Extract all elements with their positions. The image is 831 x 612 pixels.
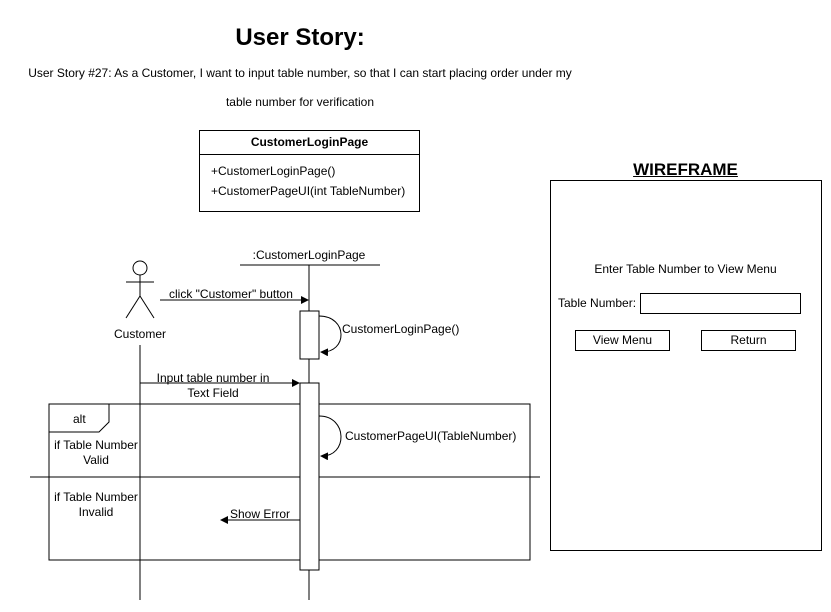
self-call-2-label: CustomerPageUI(TableNumber) (345, 429, 516, 443)
class-method-constructor: +CustomerLoginPage() (211, 164, 336, 178)
guard-valid-line2: Valid (83, 453, 109, 467)
self-call-1-arrow (318, 315, 342, 357)
table-number-label: Table Number: (558, 296, 637, 310)
wireframe-frame (550, 180, 822, 551)
activation-box-1 (299, 310, 320, 360)
view-menu-button[interactable]: View Menu (575, 330, 670, 351)
activation-box-2 (299, 382, 320, 571)
guard-invalid-line1: if Table Number (54, 490, 138, 504)
return-button[interactable]: Return (701, 330, 796, 351)
table-number-input[interactable] (640, 293, 801, 314)
guard-invalid-line2: Invalid (79, 505, 114, 519)
lifeline-label: :CustomerLoginPage (253, 248, 366, 262)
actor-label: Customer (114, 327, 166, 341)
alt-label-tab (49, 403, 110, 433)
message-show-error-label: Show Error (230, 507, 290, 521)
user-story-text-line1: User Story #27: As a Customer, I want to… (28, 66, 572, 80)
user-story-text-line2: table number for verification (225, 95, 375, 109)
self-call-1-label: CustomerLoginPage() (342, 322, 459, 336)
class-box: CustomerLoginPage +CustomerLoginPage() +… (199, 130, 420, 212)
wireframe-title: WIREFRAME (633, 160, 738, 179)
page-title: User Story: (235, 24, 365, 51)
message-input-label-line1: Input table number in (157, 371, 270, 385)
message-input-label-line2: Text Field (187, 386, 238, 400)
self-call-2-arrow (318, 415, 342, 461)
wireframe-prompt: Enter Table Number to View Menu (594, 262, 777, 276)
alt-label: alt (73, 412, 86, 426)
class-name: CustomerLoginPage (200, 131, 419, 155)
class-method-customer-page-ui: +CustomerPageUI(int TableNumber) (211, 184, 406, 198)
guard-valid-line1: if Table Number (54, 438, 138, 452)
customer-actor-icon (125, 260, 155, 319)
message-click-customer-label: click "Customer" button (169, 287, 293, 301)
alt-fragment (48, 403, 531, 561)
